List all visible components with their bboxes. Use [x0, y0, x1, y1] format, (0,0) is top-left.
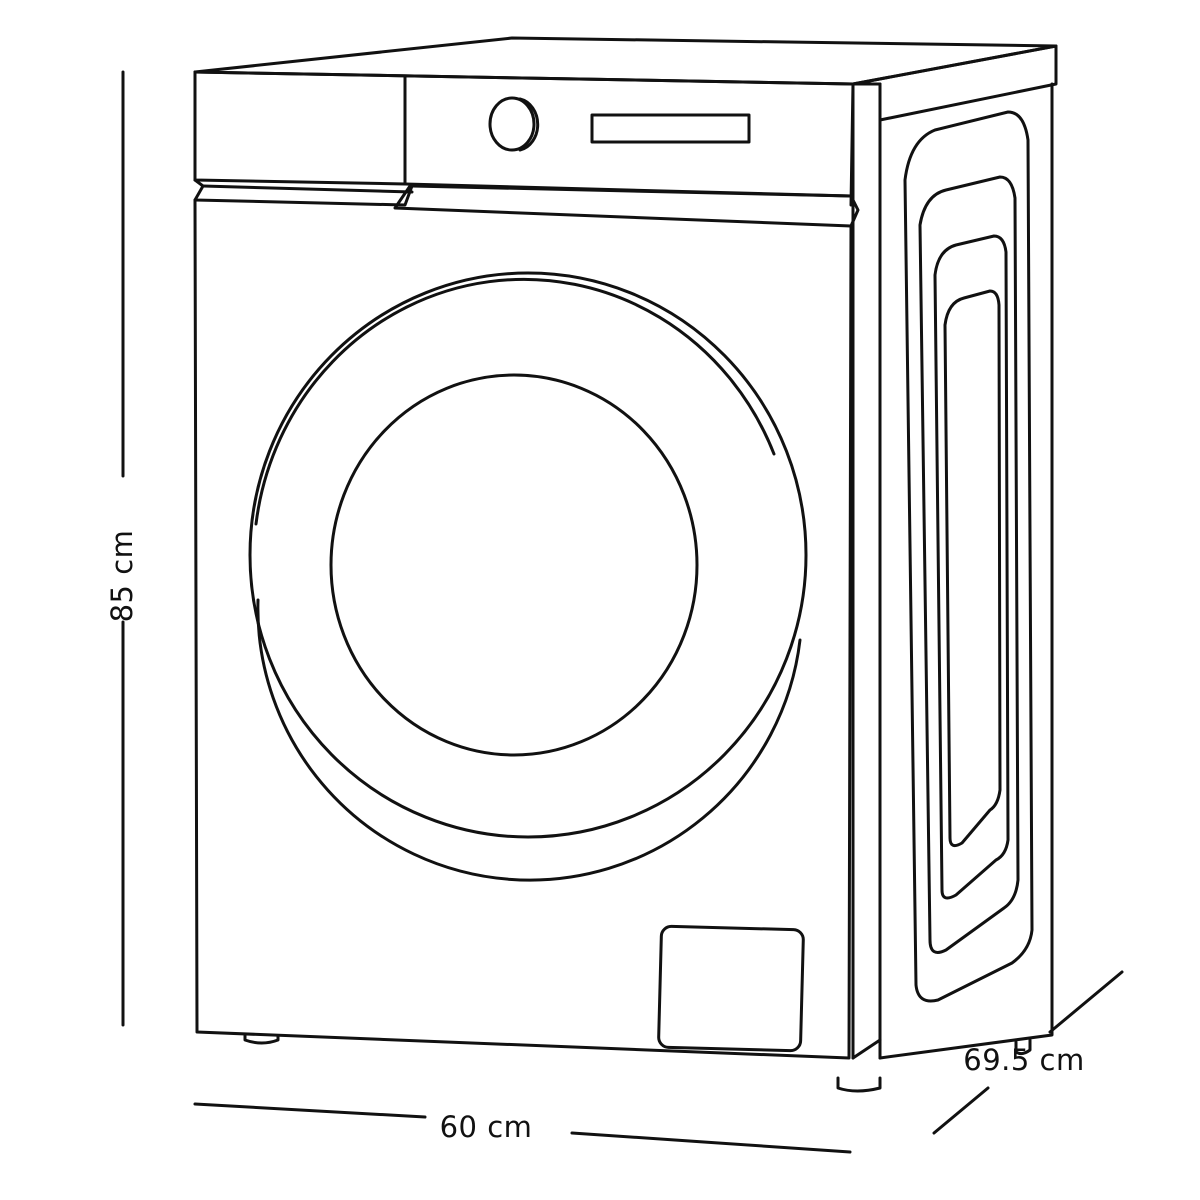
- filter-access-panel: [657, 924, 805, 1053]
- depth-label: 69.5 cm: [963, 1043, 1085, 1077]
- depth-dimension-line: [932, 970, 1124, 1135]
- width-label: 60 cm: [439, 1110, 533, 1144]
- door: [248, 271, 808, 882]
- height-label: 85 cm: [105, 529, 139, 623]
- display-panel: [590, 113, 751, 144]
- door-glass: [329, 373, 699, 757]
- feet: [243, 1032, 1032, 1093]
- control-knob: [488, 96, 540, 152]
- width-dimension-line: [193, 1102, 852, 1154]
- front-panel: [193, 198, 853, 1060]
- control-panel: [193, 70, 860, 228]
- side-panel: [851, 82, 1054, 1060]
